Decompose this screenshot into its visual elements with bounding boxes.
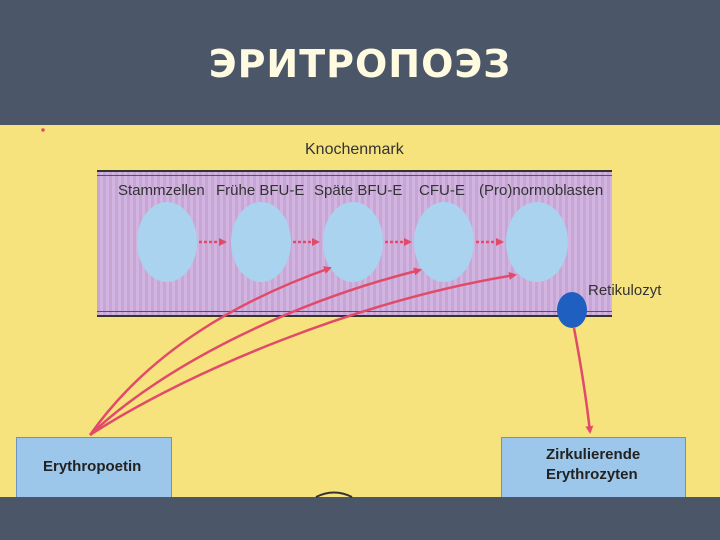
early-bfu-e-cell xyxy=(231,202,291,282)
epo-arrow-cfu-e xyxy=(89,267,422,436)
cfu-e-cell xyxy=(414,202,474,282)
stem-cell xyxy=(137,202,197,282)
circulating-label-line1: Zirkulierende xyxy=(546,446,641,463)
epo-arrow-pronormoblast xyxy=(89,272,517,437)
stage-label-pronormoblasts: (Pro)normoblasten xyxy=(479,182,604,199)
reticulocyte-label: Retikulozyt xyxy=(588,282,662,299)
pronormoblast-cell xyxy=(506,202,568,282)
stage-label-cfu-e: CFU-E xyxy=(419,182,465,199)
bottom-edge-mark xyxy=(315,491,353,498)
bone-marrow-label: Knochenmark xyxy=(305,141,404,158)
slide-title: ЭРИТРОПОЭЗ xyxy=(208,42,512,86)
circulating-erythrocytes-box: Zirkulierende Erythrozyten xyxy=(501,437,686,497)
stage-label-early-bfu-e: Frühe BFU-E xyxy=(216,182,305,199)
corner-dot xyxy=(41,128,45,132)
stage-label-late-bfu-e: Späte BFU-E xyxy=(314,182,403,199)
circulating-label-line2: Erythrozyten xyxy=(546,466,638,483)
reticulocyte-cell xyxy=(557,292,587,328)
epo-arrow-late-bfu-e xyxy=(88,266,332,436)
erythropoietin-label: Erythropoetin xyxy=(43,458,142,475)
stage-label-stem-cells: Stammzellen xyxy=(118,182,205,199)
late-bfu-e-cell xyxy=(323,202,383,282)
erythropoietin-box: Erythropoetin xyxy=(16,437,172,497)
reticulocyte-to-blood-arrow xyxy=(572,327,594,434)
